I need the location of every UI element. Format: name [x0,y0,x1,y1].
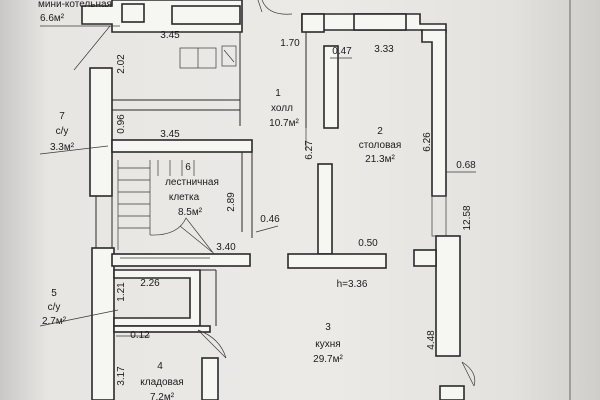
stair-number: 6 [185,162,191,173]
dim-226: 2.26 [140,278,160,289]
dim-096: 0.96 [116,114,127,134]
storage-number: 4 [157,361,163,372]
dim-317: 3.17 [116,366,127,386]
wc7-number: 7 [59,111,65,122]
wall-right-bottom [439,385,465,400]
door-arc-top [261,0,293,15]
dim-448: 4.48 [426,330,437,350]
dim-050: 0.50 [358,238,378,249]
staircase [117,160,238,255]
dim-627: 6.27 [304,140,315,160]
dim-170: 1.70 [280,38,300,49]
partition-wc5 [113,269,201,327]
boiler-room-name: мини-котельная [38,0,112,10]
wall-right-stub [413,249,437,267]
stair-name-2: клетка [169,192,200,203]
dim-289: 2.89 [226,192,237,212]
window-top-2 [171,5,241,25]
door-leaf-top [257,0,263,13]
wc5-name: с/у [48,302,61,313]
kitchen-name: кухня [315,339,340,350]
wc7-name: с/у [56,126,69,137]
window-right [431,195,447,237]
stair-name: лестничная [165,177,219,188]
storage-name: кладовая [140,377,183,388]
wall-stair-bottom [111,253,251,267]
column-middle [317,163,333,255]
kitchen-number: 3 [325,322,331,333]
boiler-room-area: 6.6м² [40,13,65,24]
dining-name: столовая [359,140,402,151]
wc5-area: 2.7м² [42,316,67,327]
wall-right-upper [421,29,447,197]
wall-storage-right [201,357,219,400]
door-leaf-bottom [461,361,475,387]
wc7-area: 3.3м² [50,142,75,153]
window-top-1 [121,3,145,23]
wall-kitchen-divider [287,253,387,269]
door-arc-storage [197,329,227,359]
dim-046: 0.46 [260,214,280,225]
leader-046 [255,225,279,233]
wall-storage-top [113,325,211,333]
boiler-unit-2 [221,45,237,67]
door-leaf-storage [197,329,227,359]
dim-345-mid: 3.45 [160,129,180,140]
dim-202: 2.02 [116,54,127,74]
dim-1258: 12.58 [462,205,473,230]
kitchen-area: 29.7м² [313,354,343,365]
window-top-4 [353,13,407,31]
storage-area: 7.2м² [150,392,175,400]
dim-height: h=3.36 [337,279,368,290]
wall-left-lower [91,247,115,400]
wall-right-lower [435,235,461,357]
hall-name: холл [271,103,293,114]
leader-wc7 [39,145,109,155]
dim-345-top: 3.45 [160,30,180,41]
dim-012: 0.12 [130,330,150,341]
wc5-number: 5 [51,288,57,299]
dim-068: 0.68 [456,160,476,171]
dim-121: 1.21 [116,282,127,302]
wall-left-upper [89,67,113,197]
dining-number: 2 [377,126,383,137]
dim-047: 0.47 [332,46,352,57]
hall-area: 10.7м² [269,118,299,129]
hall-number: 1 [275,88,281,99]
column-upper [323,45,339,129]
dining-area: 21.3м² [365,154,395,165]
dim-626: 6.26 [422,132,433,152]
stair-area: 8.5м² [178,207,203,218]
leader-wc5 [39,309,119,327]
door-arc-bottom [461,361,476,387]
window-top-3 [301,13,325,33]
boiler-unit-2-diag [223,49,235,63]
dim-340: 3.40 [216,242,236,253]
leader-boiler-2 [73,25,111,71]
dim-333: 3.33 [374,44,394,55]
wall-stair-top [111,139,253,153]
